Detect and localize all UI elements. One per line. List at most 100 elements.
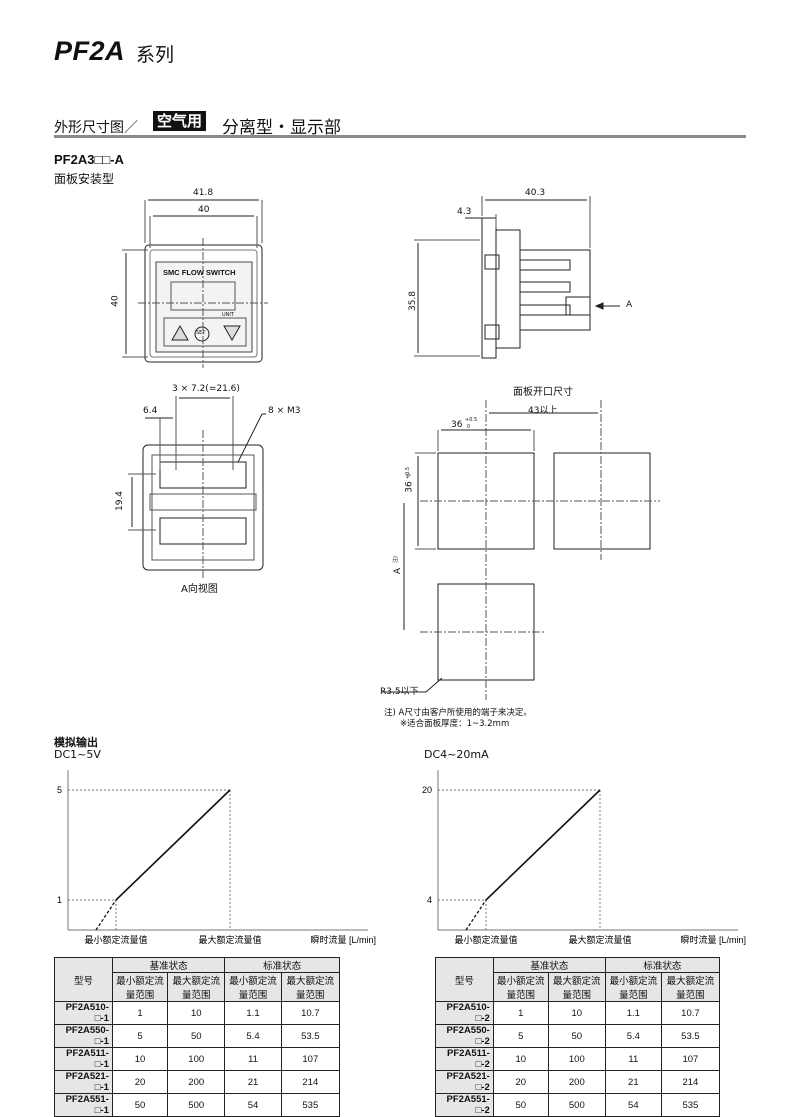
value-cell: 10 [167, 1001, 226, 1025]
x-tick-label: 最小额定流量值 [454, 934, 517, 945]
model-cell: PF2A551-□-1 [54, 1093, 113, 1117]
model-cell: PF2A510-□-1 [54, 1001, 113, 1025]
value-cell: 10.7 [280, 1001, 341, 1025]
y-tick-label: 20 [422, 785, 432, 795]
value-cell: 5.4 [224, 1024, 282, 1048]
value-cell: 200 [547, 1070, 606, 1094]
value-cell: 200 [167, 1070, 226, 1094]
a-view-caption: A向视图 [181, 584, 218, 595]
series-extension [95, 899, 117, 931]
th-min: 最小额定流量范围 [492, 972, 549, 1002]
value-cell: 5 [492, 1024, 549, 1048]
panel-text: SMC FLOW SWITCH [163, 268, 236, 277]
value-cell: 107 [280, 1047, 341, 1071]
series-line [115, 789, 231, 901]
a-dim-pitch: 3 × 7.2(=21.6) [172, 384, 240, 394]
model-cell: PF2A551-□-2 [435, 1093, 494, 1117]
section-prefix: 外形尺寸图／ [54, 120, 138, 136]
cutout-height: 36 [404, 481, 415, 493]
view-arrow-label: A [626, 300, 633, 310]
value-cell: 535 [280, 1093, 341, 1117]
value-cell: 54 [604, 1093, 662, 1117]
value-cell: 53.5 [280, 1024, 341, 1048]
x-axis-label: 瞬时流量 [L/min] [680, 934, 746, 945]
cutout-dim-a: A [393, 567, 404, 575]
model-cell: PF2A521-□-1 [54, 1070, 113, 1094]
th-max: 最大额定流量范围 [547, 972, 606, 1002]
y-tick-label: 4 [427, 895, 432, 905]
cutout-width: 36 [451, 420, 463, 430]
value-cell: 10.7 [660, 1001, 721, 1025]
value-cell: 100 [547, 1047, 606, 1071]
section-divider [54, 135, 746, 138]
value-cell: 100 [167, 1047, 226, 1071]
value-cell: 214 [660, 1070, 721, 1094]
th-group1: 基准状态 [492, 957, 606, 973]
spec-table-1: 型号 基准状态 标准状态 最小额定流量范围 最大额定流量范围 最小额定流量范围 … [54, 957, 341, 1117]
value-cell: 50 [547, 1024, 606, 1048]
x-tick-label: 最大额定流量值 [568, 934, 631, 945]
analog-heading: 模拟输出 [54, 736, 98, 749]
front-dim-inner: 40 [198, 205, 210, 215]
th-model: 型号 [435, 957, 494, 1002]
side-dim-flange: 4.3 [457, 207, 472, 217]
cutout-pitch: 43以上 [528, 406, 558, 416]
value-cell: 107 [660, 1047, 721, 1071]
value-cell: 1.1 [224, 1001, 282, 1025]
value-cell: 10 [492, 1047, 549, 1071]
cutout-title: 面板开口尺寸 [513, 387, 573, 398]
series-title: PF2A [54, 36, 126, 66]
value-cell: 1 [492, 1001, 549, 1025]
a-view [128, 396, 266, 580]
model-cell: PF2A521-□-2 [435, 1070, 494, 1094]
x-axis-label: 瞬时流量 [L/min] [310, 934, 376, 945]
x-tick-label: 最大额定流量值 [198, 934, 261, 945]
side-view [414, 196, 620, 359]
y-tick-label: 1 [57, 895, 62, 905]
cutout-note-2: ※适合面板厚度：1~3.2mm [400, 719, 510, 729]
cutout-radius: R3.5以下 [380, 687, 419, 697]
model-code: PF2A3□□-A [54, 152, 124, 167]
th-min: 最小额定流量范围 [111, 972, 169, 1002]
a-dim-screws: 8 × M3 [268, 406, 301, 416]
spec-table-2: 型号 基准状态 标准状态 最小额定流量范围 最大额定流量范围 最小额定流量范围 … [435, 957, 721, 1117]
value-cell: 1.1 [604, 1001, 662, 1025]
x-tick-label: 最小额定流量值 [84, 934, 147, 945]
th-group1: 基准状态 [111, 957, 226, 973]
front-view [122, 199, 268, 368]
th-model: 型号 [54, 957, 113, 1002]
value-cell: 54 [224, 1093, 282, 1117]
a-dim-left: 6.4 [143, 406, 158, 416]
th-max: 最大额定流量范围 [660, 972, 721, 1002]
value-cell: 5 [111, 1024, 169, 1048]
value-cell: 10 [547, 1001, 606, 1025]
th-min: 最小额定流量范围 [604, 972, 662, 1002]
section-title: 分离型・显示部 [222, 118, 341, 138]
a-dim-height: 19.4 [115, 490, 126, 512]
th-max: 最大额定流量范围 [167, 972, 226, 1002]
th-group2: 标准状态 [224, 957, 340, 973]
value-cell: 1 [111, 1001, 169, 1025]
value-cell: 50 [492, 1093, 549, 1117]
mount-type: 面板安装型 [54, 172, 115, 186]
value-cell: 53.5 [660, 1024, 721, 1048]
value-cell: 535 [660, 1093, 721, 1117]
value-cell: 5.4 [604, 1024, 662, 1048]
model-cell: PF2A510-□-2 [435, 1001, 494, 1025]
side-dim-depth: 40.3 [525, 188, 546, 198]
front-dim-outer: 41.8 [193, 188, 214, 198]
model-cell: PF2A511-□-2 [435, 1047, 494, 1071]
model-cell: PF2A550-□-2 [435, 1024, 494, 1048]
th-group2: 标准状态 [604, 957, 721, 973]
series-extension [465, 899, 487, 931]
cutout-dim-a-note: 注) [392, 556, 399, 563]
